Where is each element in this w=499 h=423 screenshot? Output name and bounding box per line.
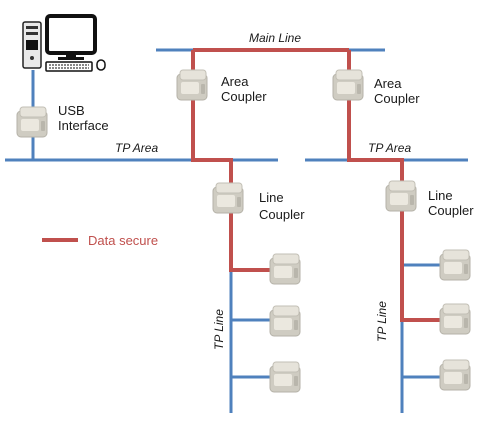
usb-interface-device-icon [16, 106, 48, 138]
tp-area-right-label: TP Area [368, 141, 411, 155]
area-coupler-2-device-icon [332, 69, 364, 101]
tp-area-left-label: TP Area [115, 141, 158, 155]
area-coupler-1-device-icon [176, 69, 208, 101]
secure-path-left [191, 50, 270, 272]
area-coupler-1-label-line2: Coupler [221, 89, 267, 104]
usb-interface-label-line2: Interface [58, 118, 109, 133]
line-coupler-2-label-line2: Coupler [428, 203, 474, 218]
secure-path-right-lower [400, 220, 440, 322]
line-coupler-1-label-line2: Coupler [259, 207, 305, 222]
tp-line-right-device-2-icon [439, 303, 471, 335]
tp-line-left-device-1-icon [269, 253, 301, 285]
tp-line-right-label: TP Line [375, 301, 389, 342]
line-coupler-1-device-icon [212, 182, 244, 214]
legend-data-secure-label: Data secure [88, 233, 158, 248]
line-coupler-2-label-line1: Line [428, 188, 453, 203]
tp-line-left-device-3-icon [269, 361, 301, 393]
tp-line-left-label: TP Line [212, 309, 226, 350]
line-coupler-2-device-icon [385, 180, 417, 212]
usb-interface-label-line1: USB [58, 103, 85, 118]
tp-line-right-device-1-icon [439, 249, 471, 281]
desktop-computer-icon [22, 14, 106, 72]
area-coupler-2-label-line2: Coupler [374, 91, 420, 106]
tp-line-right-device-3-icon [439, 359, 471, 391]
main-line-label: Main Line [249, 31, 301, 45]
area-coupler-1-label-line1: Area [221, 74, 249, 89]
tp-line-left-device-2-icon [269, 305, 301, 337]
area-coupler-2-label-line1: Area [374, 76, 402, 91]
line-coupler-1-label-line1: Line [259, 190, 284, 205]
